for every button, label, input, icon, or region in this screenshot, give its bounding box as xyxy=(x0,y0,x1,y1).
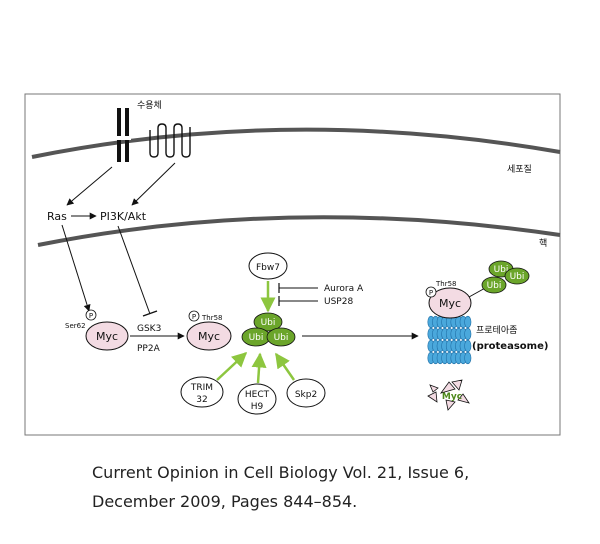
gpcr-to-pi3k-arrow xyxy=(131,162,176,206)
trim32-arrow xyxy=(216,351,248,381)
hect-num-label: H9 xyxy=(251,402,264,412)
myc-proteasome-node xyxy=(428,287,472,319)
gpcr-icon xyxy=(149,123,191,158)
skp2-label: Skp2 xyxy=(295,390,317,400)
aurora-label: Aurora A xyxy=(324,284,364,294)
thr58-label-2: Thr58 xyxy=(435,280,457,288)
trim-label: TRIM xyxy=(190,383,213,393)
nucleus-label: 핵 xyxy=(539,237,547,249)
fbw7-label: Fbw7 xyxy=(256,263,280,273)
myc-ser62-node xyxy=(85,321,129,351)
receptor-icon xyxy=(115,108,131,162)
skp2-arrow xyxy=(274,352,296,381)
myc-label-2: Myc xyxy=(198,330,220,343)
svg-text:Ubi: Ubi xyxy=(261,318,276,328)
degraded-myc-icon xyxy=(427,379,470,411)
hect-label: HECT xyxy=(245,390,270,400)
proteasome-label-en: (proteasome) xyxy=(472,341,548,352)
svg-text:Ubi: Ubi xyxy=(249,333,264,343)
proteasome-subunit xyxy=(464,351,472,365)
citation-caption: Current Opinion in Cell Biology Vol. 21,… xyxy=(92,458,572,516)
usp28-label: USP28 xyxy=(324,297,353,307)
proteasome-subunit xyxy=(464,327,472,341)
svg-text:Ubi: Ubi xyxy=(510,272,525,282)
myc-label-3: Myc xyxy=(439,297,461,310)
pi3k-inhibits-gsk3 xyxy=(117,225,151,315)
proteasome-label-kr: 프로테아좀 xyxy=(476,325,517,336)
ras-label: Ras xyxy=(47,210,67,223)
ubiquitin-cluster: Ubi Ubi Ubi xyxy=(241,312,296,347)
svg-text:Ubi: Ubi xyxy=(494,265,509,275)
pi3k-label: PI3K/Akt xyxy=(100,210,147,223)
cell-membrane xyxy=(31,127,561,159)
caption-line-2: December 2009, Pages 844–854. xyxy=(92,492,358,511)
phospho-icon xyxy=(188,310,200,322)
hect-arrow xyxy=(251,352,267,384)
proteasome-icon xyxy=(427,315,472,365)
proteasome-subunit xyxy=(464,315,472,329)
phospho-p-label: P xyxy=(192,313,196,321)
cytoplasm-label: 세포질 xyxy=(507,163,532,175)
myc-label-1: Myc xyxy=(96,330,118,343)
ser62-label: Ser62 xyxy=(65,322,86,330)
phospho-icon xyxy=(425,286,437,298)
ubiquitin-chain: Ubi Ubi Ubi xyxy=(468,260,530,298)
myc-thr58-node xyxy=(186,321,232,351)
svg-text:Ubi: Ubi xyxy=(274,333,289,343)
caption-line-1: Current Opinion in Cell Biology Vol. 21,… xyxy=(92,463,470,482)
trim32-node xyxy=(180,376,224,408)
pp2a-label: PP2A xyxy=(137,344,161,354)
pi3k-inhibit-bar xyxy=(142,310,158,317)
trim-num-label: 32 xyxy=(196,395,207,405)
phospho-p-label: P xyxy=(429,289,433,297)
fbw7-node xyxy=(248,252,288,280)
ras-to-myc-arrow xyxy=(61,224,91,312)
receptor-to-ras-arrow xyxy=(66,166,113,206)
gsk3-label: GSK3 xyxy=(137,324,161,334)
phospho-icon xyxy=(85,309,97,321)
svg-text:Ubi: Ubi xyxy=(487,281,502,291)
nuclear-membrane xyxy=(37,215,561,247)
thr58-label: Thr58 xyxy=(201,314,223,322)
proteasome-subunit xyxy=(464,339,472,353)
skp2-node xyxy=(286,378,326,408)
hect-h9-node xyxy=(237,383,277,415)
degraded-myc-label: Myc xyxy=(442,392,462,402)
phospho-p-label: P xyxy=(89,312,93,320)
figure-frame xyxy=(24,93,561,436)
receptor-label: 수용체 xyxy=(137,100,162,111)
